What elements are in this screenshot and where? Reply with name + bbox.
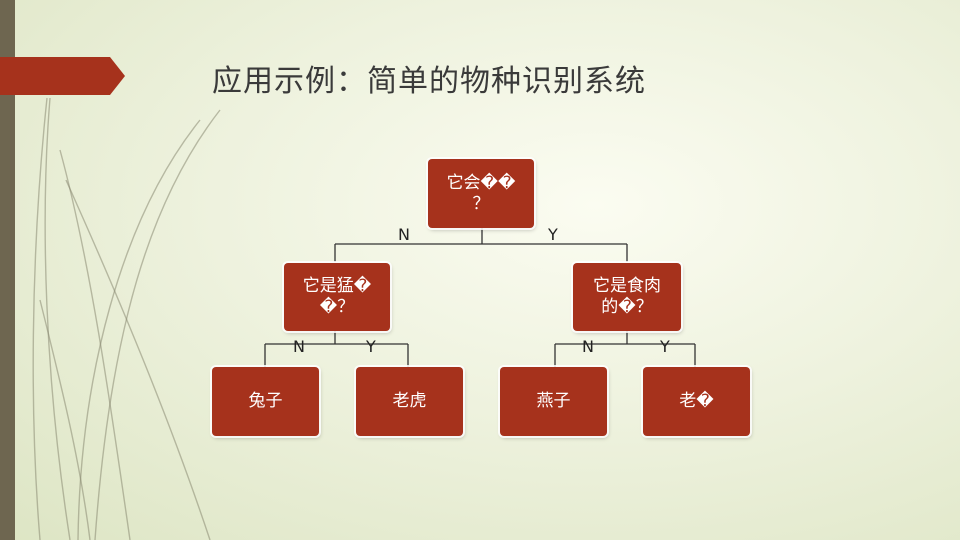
left-question-node: 它是猛� �？	[284, 263, 390, 331]
title-arrow-tab	[0, 57, 125, 95]
right-question-line1: 它是食肉	[593, 276, 661, 296]
leaf-tiger: 老虎	[356, 367, 463, 436]
leaf-rabbit-label: 兔子	[248, 391, 283, 411]
right-question-line2: 的�？	[601, 297, 653, 317]
root-question-line1: 它会��	[446, 172, 516, 193]
edge-label-left-left: N	[293, 337, 305, 356]
edge-label-right-left: N	[582, 337, 594, 356]
root-question-line2: ？	[472, 193, 490, 214]
leaf-tiger-label: 老虎	[392, 391, 427, 411]
left-question-line1: 它是猛�	[302, 276, 372, 296]
edge-label-root-right: Y	[548, 225, 558, 244]
left-question-line2: �？	[319, 297, 355, 317]
leaf-swallow: 燕子	[500, 367, 607, 436]
left-accent-strip	[0, 0, 15, 540]
root-question-node: 它会�� ？	[428, 159, 534, 228]
right-question-node: 它是食肉 的�？	[573, 263, 681, 331]
edge-label-root-left: N	[398, 225, 410, 244]
leaf-eagle: 老�	[643, 367, 750, 436]
edge-label-left-right: Y	[366, 337, 376, 356]
edge-label-right-right: Y	[660, 337, 670, 356]
slide-title: 应用示例：简单的物种识别系统	[212, 64, 646, 99]
leaf-eagle-label: 老�	[679, 391, 714, 411]
leaf-swallow-label: 燕子	[536, 391, 571, 411]
leaf-rabbit: 兔子	[212, 367, 319, 436]
